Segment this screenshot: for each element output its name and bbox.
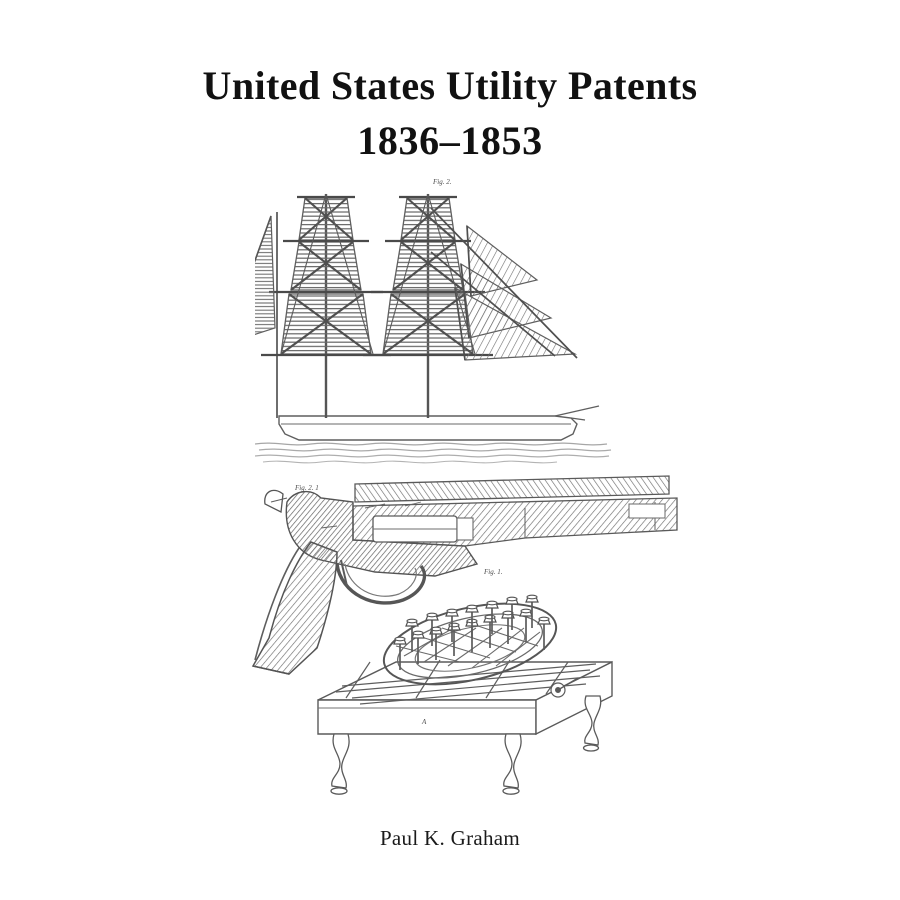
revolver-patent-drawing: Fig. 2. 1 <box>251 475 678 675</box>
ship-fig-label-group: Fig. 2. <box>432 178 452 186</box>
machine-side-crank <box>550 677 579 698</box>
ship-water <box>255 442 612 464</box>
ship-staysails-left <box>255 215 276 344</box>
revolver-trigger-guard <box>335 559 427 605</box>
machine-fig-label: Fig. 1. <box>483 568 503 576</box>
machine-table-legs <box>330 695 602 795</box>
ship-rigging <box>280 193 476 355</box>
ship-patent-drawing: Fig. 2. <box>255 178 612 464</box>
revolver-part-marks <box>320 501 422 529</box>
machine-patent-drawing: Fig. 1. A <box>317 568 613 795</box>
cover-illustration-group: Fig. 2. <box>0 168 900 808</box>
ship-fig-label: Fig. 2. <box>432 178 452 186</box>
ship-hull <box>278 405 600 441</box>
author-name: Paul K. Graham <box>379 826 521 850</box>
machine-mechanism <box>382 594 558 686</box>
page-subtitle-daterange: 1836–1853 <box>357 118 543 164</box>
author-block: Paul K. Graham <box>0 826 900 851</box>
machine-fig-label-group: Fig. 1. <box>483 568 503 576</box>
revolver-fig-label: Fig. 2. 1 <box>294 484 319 492</box>
page-title: United States Utility Patents <box>202 63 698 108</box>
ship-mainmast-sails <box>261 195 391 357</box>
machine-part-label-a: A <box>421 718 427 726</box>
revolver-fig-label-group: Fig. 2. 1 <box>294 484 319 492</box>
title-block: United States Utility Patents 1836–1853 <box>0 63 900 164</box>
